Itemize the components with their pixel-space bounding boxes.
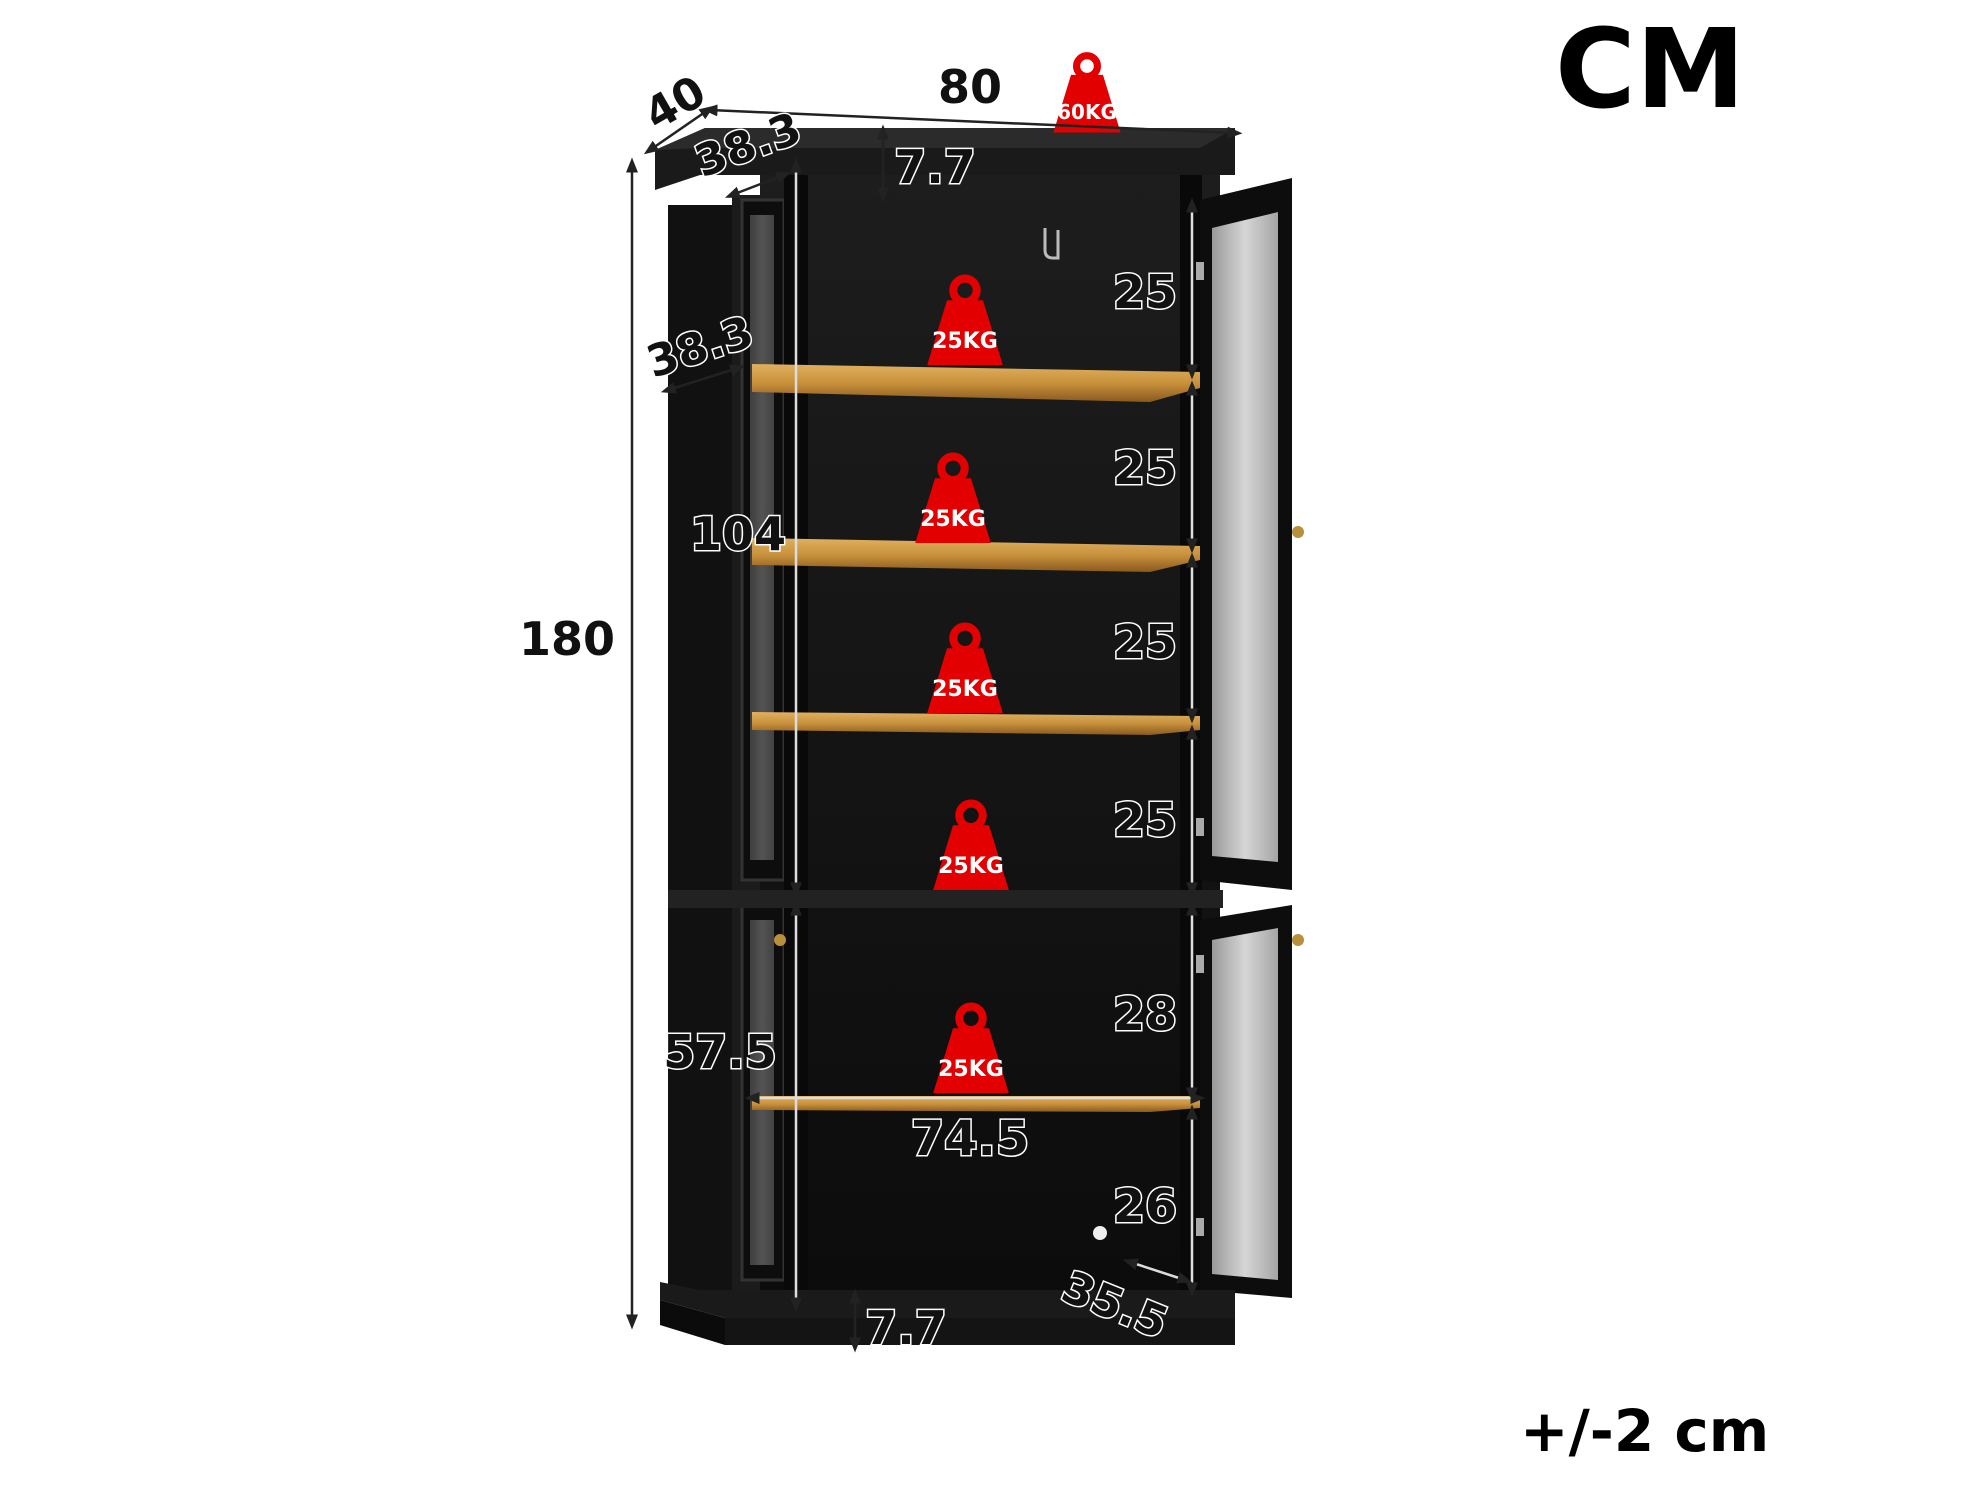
dimension-lines [626, 104, 1243, 1353]
dim-inner-width: 74.5 [911, 1111, 1029, 1167]
shelf [752, 712, 1200, 735]
door-knob [1292, 934, 1304, 946]
dim-top-gap: 7.7 [894, 140, 976, 194]
middle-divider [668, 890, 1223, 908]
unit-label: CM [1555, 5, 1746, 133]
dim-shelf-spacing: 25 [1113, 615, 1177, 669]
weight-badge-shelf-5: 25KG [933, 1007, 1009, 1093]
dim-upper-cabinet-height: 104 [690, 507, 786, 561]
weight-label-shelf: 25KG [932, 329, 998, 354]
shelf [752, 364, 1200, 402]
dim-overall-width: 80 [938, 60, 1002, 114]
dim-shelf-spacing: 25 [1113, 441, 1177, 495]
weight-label-shelf: 25KG [938, 1057, 1004, 1082]
weight-label-shelf: 25KG [932, 677, 998, 702]
door-knob [1292, 526, 1304, 538]
weight-badge-shelf-1: 25KG [927, 279, 1003, 365]
weight-label-shelf: 25KG [920, 507, 986, 532]
weight-label-shelf: 25KG [938, 854, 1004, 879]
shelves [752, 364, 1200, 1112]
dim-bottom-gap: 7.7 [865, 1301, 947, 1355]
tolerance-label: +/-2 cm [1520, 1397, 1770, 1465]
dim-lower-spacing-top: 28 [1113, 987, 1177, 1041]
door-knob [774, 934, 786, 946]
weight-badge-top: 60KG [1053, 56, 1120, 133]
dim-shelf-spacing: 25 [1113, 793, 1177, 847]
dim-lower-cabinet-height: 57.5 [663, 1025, 777, 1079]
dim-lower-spacing-bottom: 26 [1113, 1179, 1177, 1233]
weight-badge-shelf-2: 25KG [915, 457, 991, 543]
weight-badge-shelf-3: 25KG [927, 627, 1003, 713]
dim-overall-height: 180 [519, 612, 615, 666]
weight-label-top: 60KG [1057, 100, 1117, 124]
dim-shelf-spacing: 25 [1113, 265, 1177, 319]
weight-badge-shelf-4: 25KG [933, 804, 1009, 890]
bottom-plinth [660, 1282, 1235, 1318]
shelf [752, 538, 1200, 572]
